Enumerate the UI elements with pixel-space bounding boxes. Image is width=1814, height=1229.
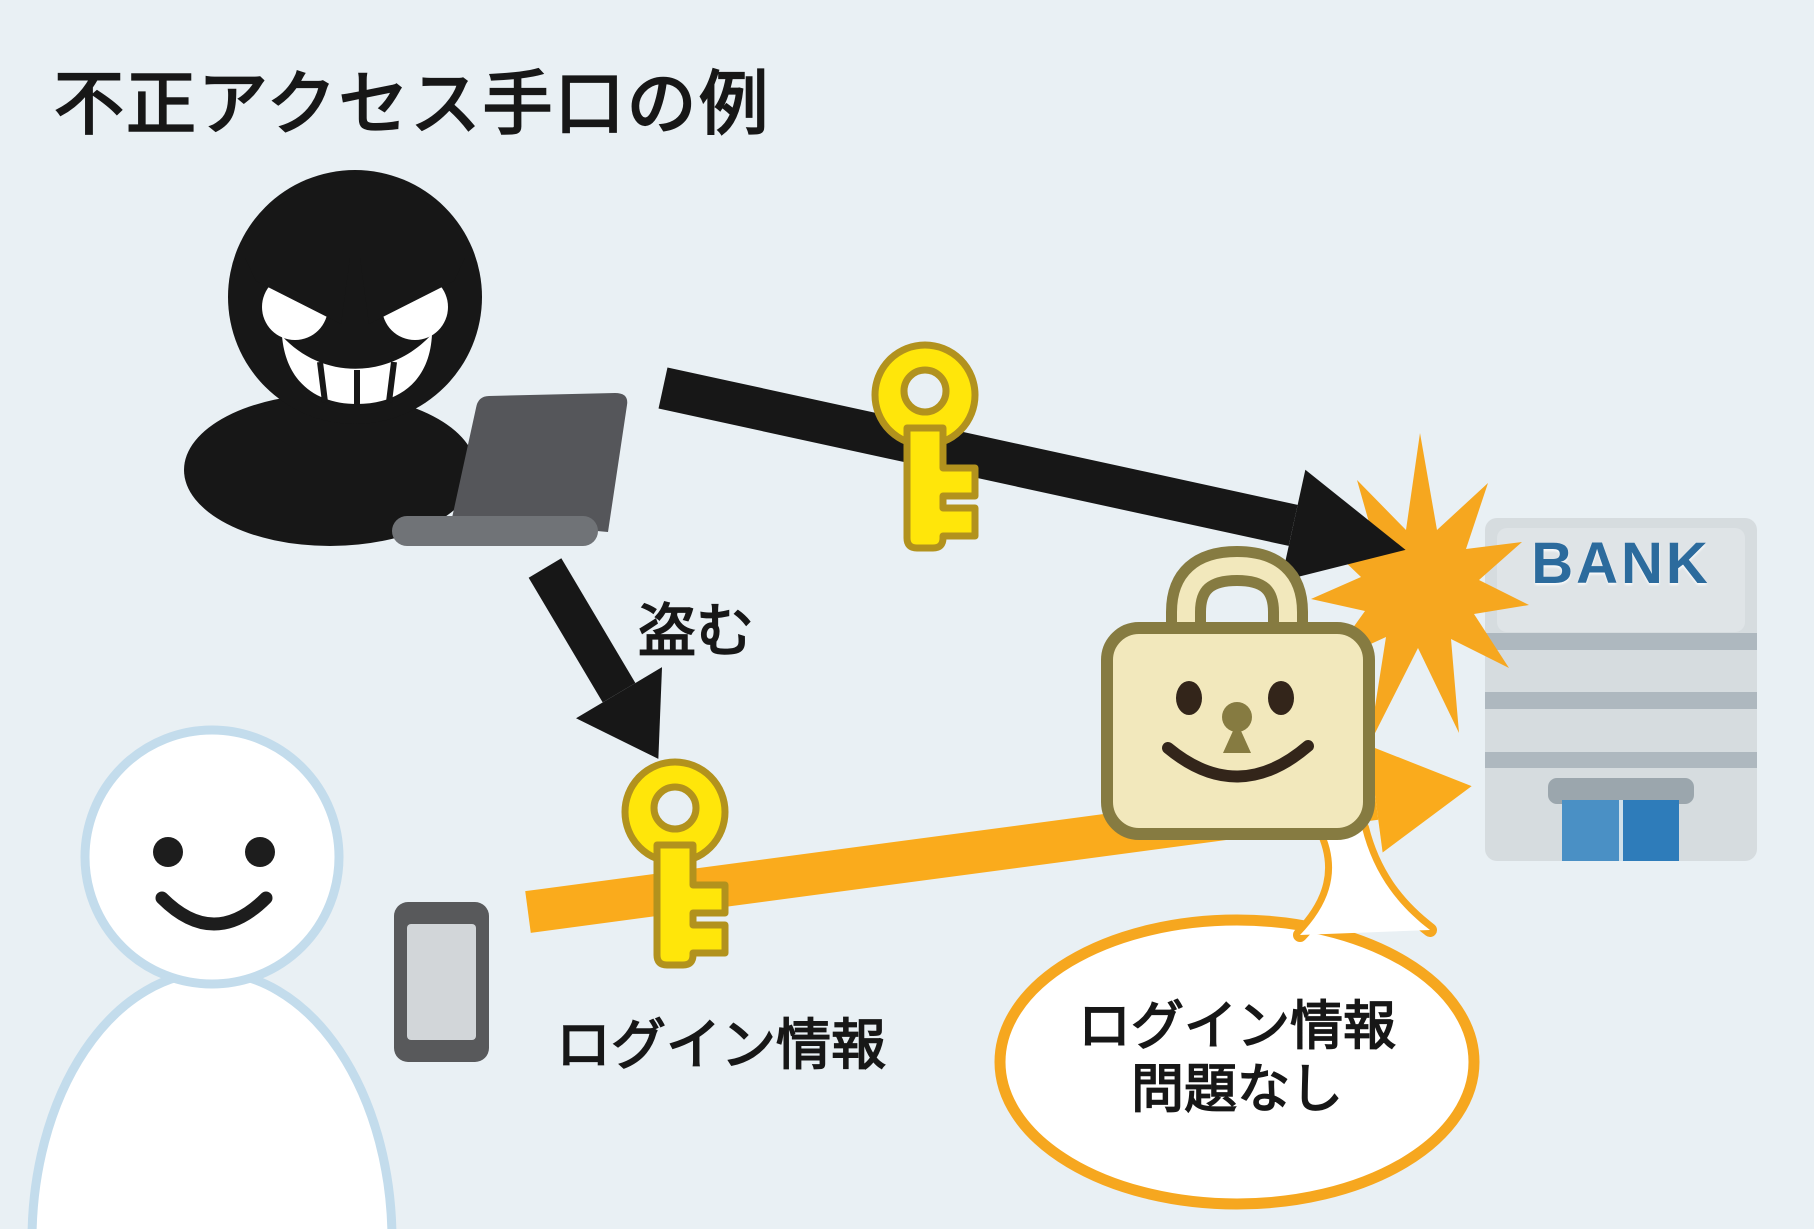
login-info-label: ログイン情報: [556, 1014, 887, 1076]
speech-bubble-line1: ログイン情報: [1078, 997, 1396, 1056]
security-lock-icon: [1101, 545, 1375, 840]
hacker-grin: [282, 334, 432, 404]
laptop-icon: [392, 393, 628, 546]
page-title: 不正アクセス手口の例: [54, 65, 771, 143]
speech-bubble-text: ログイン情報 問題なし: [1002, 996, 1472, 1121]
steal-arrow-icon: [528, 558, 663, 759]
user-key-icon: [625, 762, 725, 965]
steal-label: 盗む: [638, 599, 755, 664]
attack-arrow-icon: [658, 367, 1406, 582]
user-eye: [245, 837, 275, 867]
smartphone-icon: [394, 902, 489, 1062]
bank-building-icon: [1485, 518, 1757, 861]
speech-bubble-line2: 問題なし: [1131, 1059, 1343, 1119]
speech-bubble: [994, 821, 1480, 1210]
impact-burst-icon: [1311, 433, 1529, 745]
keyhole-icon: [1222, 702, 1252, 732]
user-eye: [153, 837, 183, 867]
user-icon: [27, 725, 397, 1229]
bank-sign-label: BANK: [1531, 531, 1711, 596]
bank-door-left: [1562, 800, 1619, 861]
hacker-icon: [184, 170, 482, 546]
bank-door-right: [1622, 800, 1679, 861]
bank-door-awning: [1548, 778, 1694, 804]
